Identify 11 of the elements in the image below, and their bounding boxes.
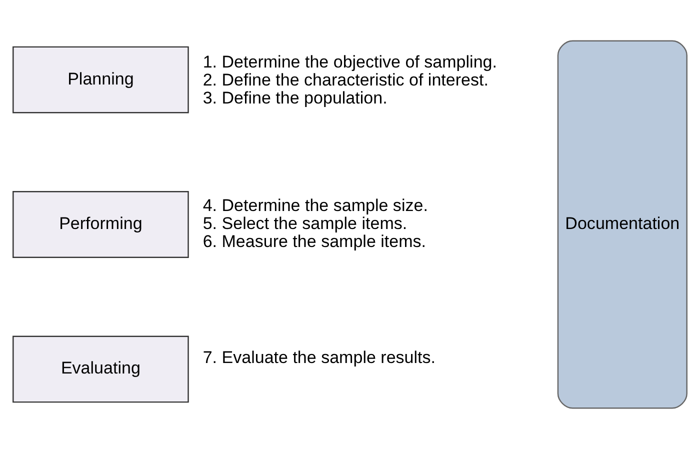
node-label: 5. Select the sample items. [202,214,408,233]
node-box: Documentation [557,40,688,409]
node-box: Evaluating [12,336,189,403]
node-label: 4. Determine the sample size. [202,196,428,215]
node-box: Planning [12,46,189,114]
node-box: Performing [12,191,189,258]
node-label: 7. Evaluate the sample results. [202,348,436,367]
node-label: 6. Measure the sample items. [202,232,426,252]
node-label: 2. Define the characteristic of interest. [202,70,488,90]
node-label: 1. Determine the objective of sampling. [202,52,498,72]
node-label: 3. Define the population. [202,88,388,108]
